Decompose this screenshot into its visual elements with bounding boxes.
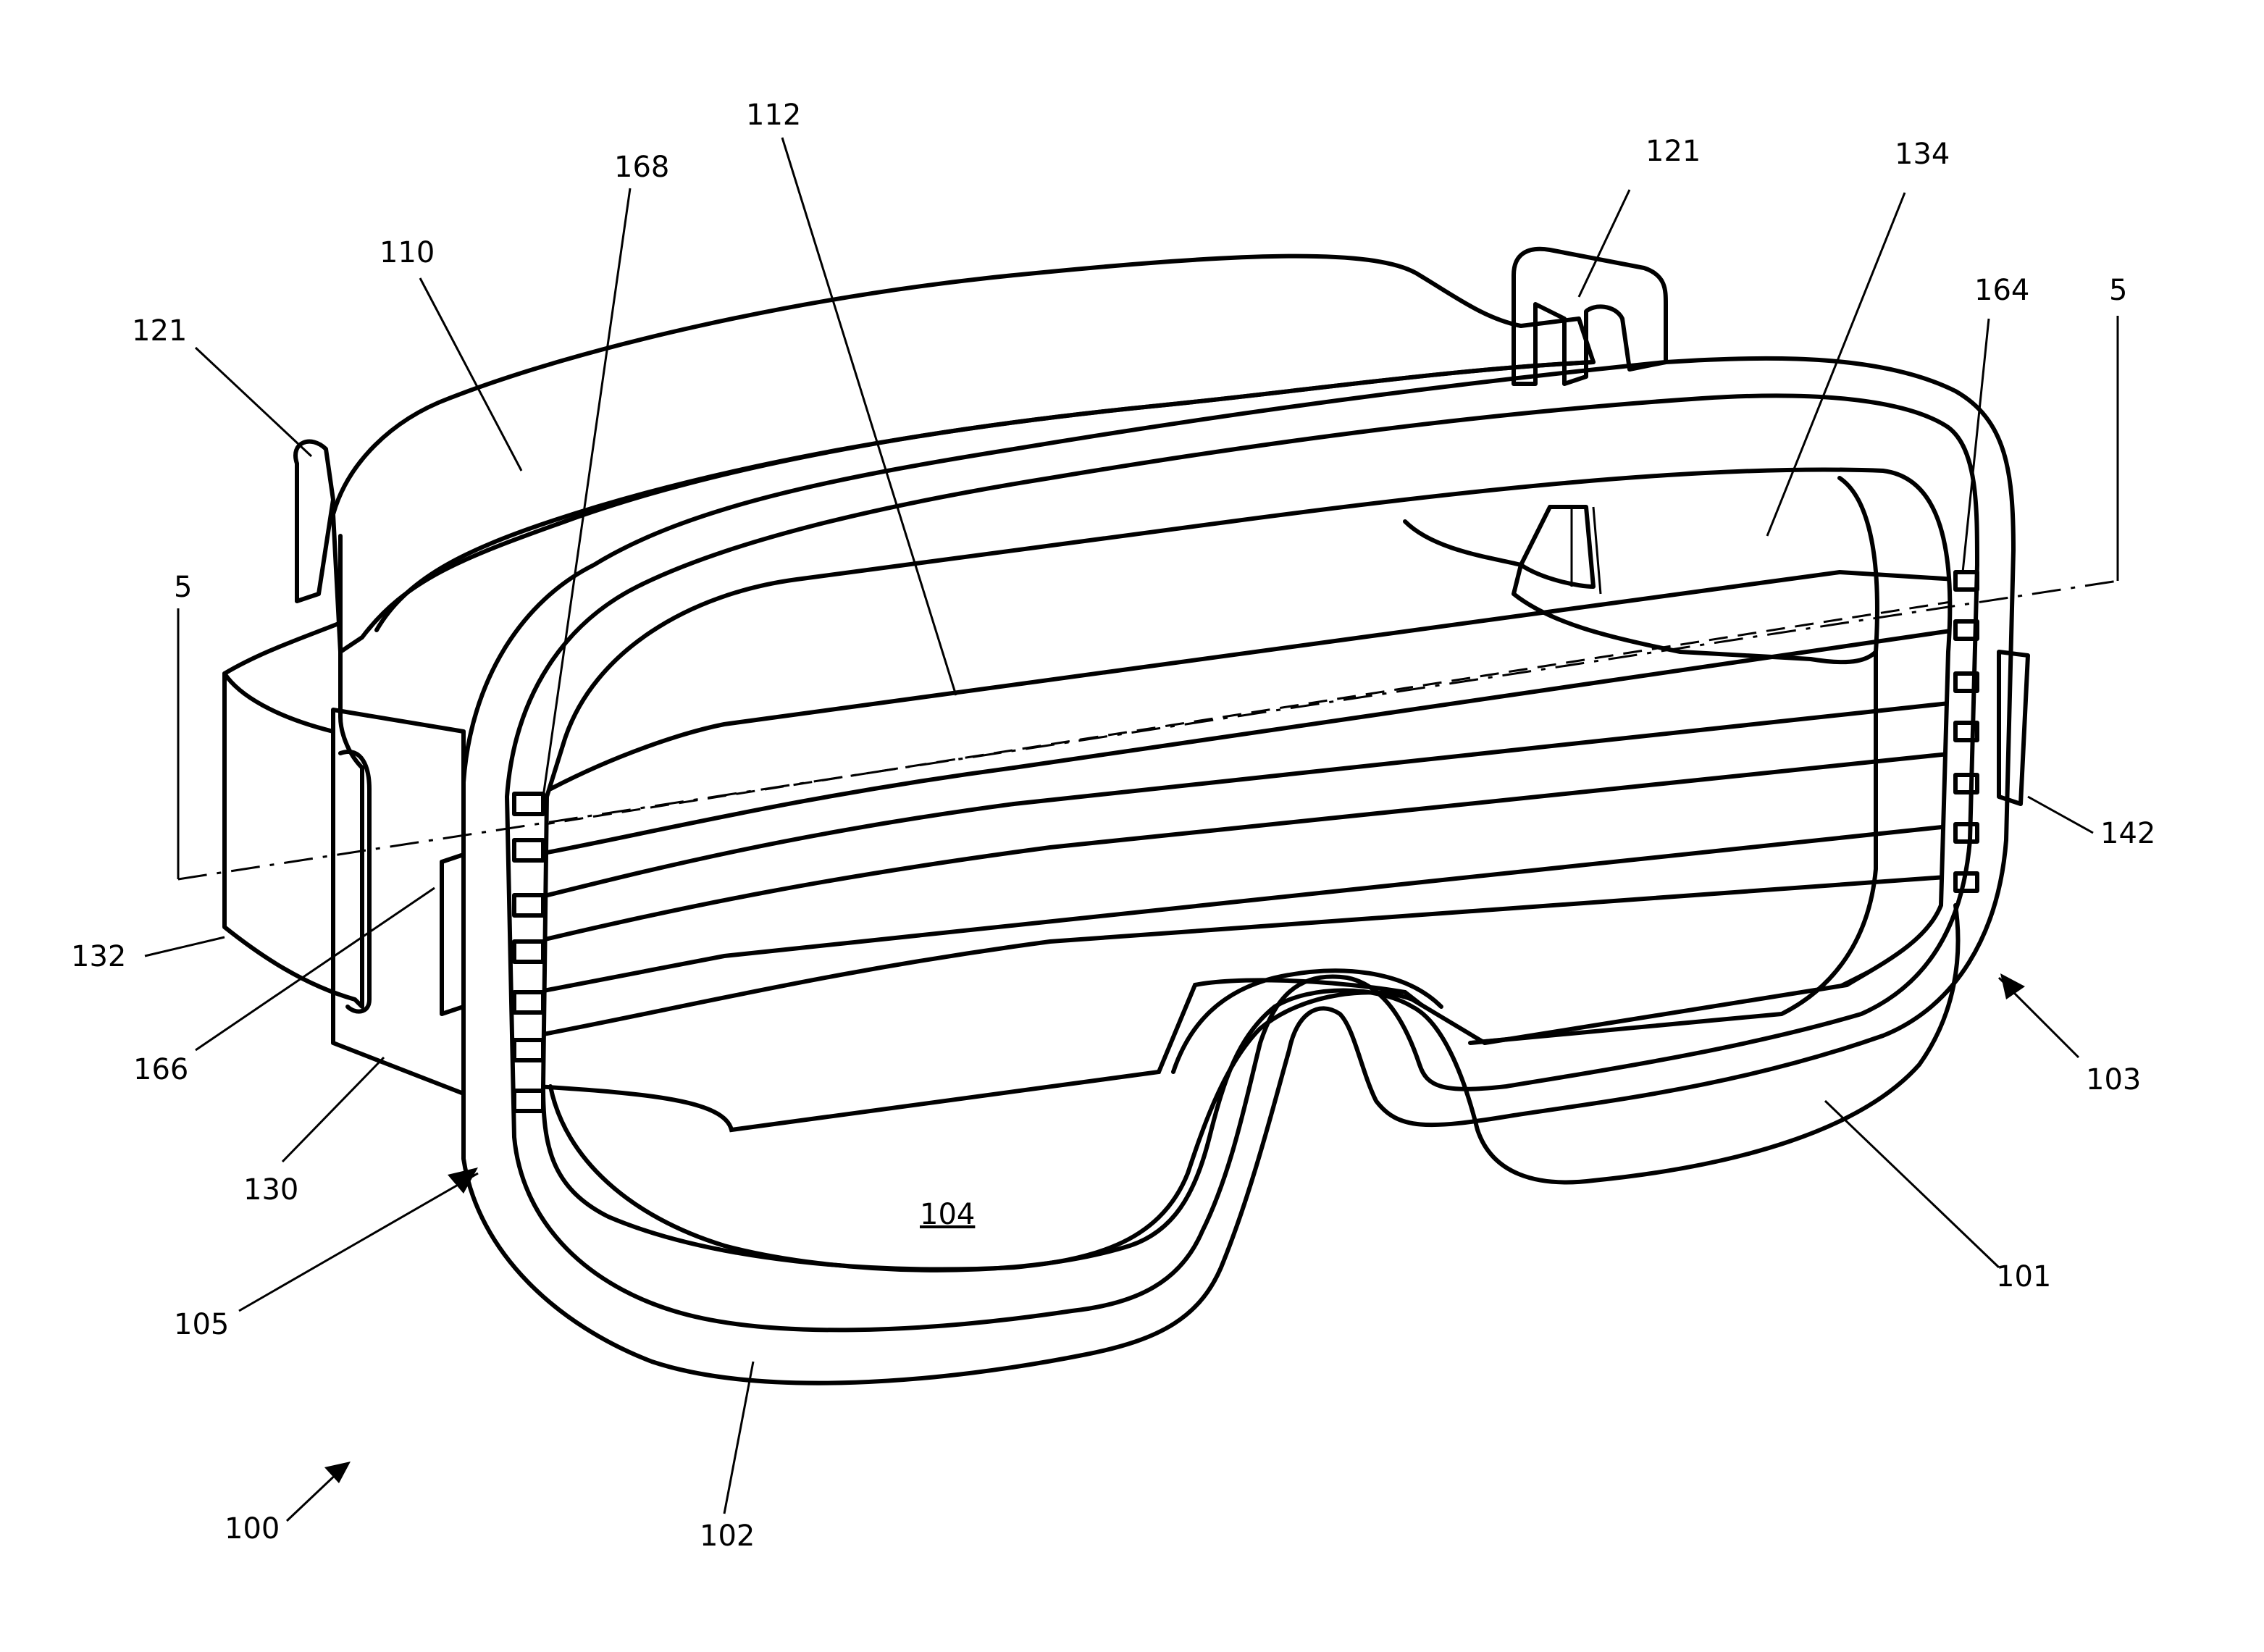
label-121-right: 121 — [1645, 135, 1701, 168]
outer-frame — [464, 359, 2013, 1383]
right-connector — [1999, 652, 2028, 804]
strap — [333, 256, 1593, 652]
inner-lens — [1405, 478, 1877, 1043]
label-104: 104 — [920, 1198, 975, 1231]
label-166: 166 — [133, 1053, 188, 1086]
label-5-right: 5 — [2109, 274, 2127, 307]
label-164: 164 — [1974, 274, 2029, 307]
lens — [543, 469, 1958, 1270]
label-168: 168 — [614, 151, 669, 184]
label-102: 102 — [700, 1519, 755, 1553]
label-110: 110 — [380, 236, 435, 269]
label-132: 132 — [71, 940, 126, 973]
label-112: 112 — [746, 98, 801, 132]
left-contacts — [514, 794, 543, 1111]
label-103: 103 — [2086, 1063, 2141, 1097]
label-105: 105 — [174, 1308, 229, 1341]
reference-numerals: 112 168 110 121 121 134 164 5 5 142 132 … — [71, 98, 2155, 1553]
label-101: 101 — [1996, 1260, 2051, 1293]
label-5-left: 5 — [174, 571, 192, 604]
label-100: 100 — [225, 1512, 280, 1546]
label-130: 130 — [243, 1173, 298, 1207]
leader-lines — [145, 138, 2093, 1521]
label-142: 142 — [2100, 817, 2155, 850]
arrowheads — [324, 973, 2025, 1483]
label-121-left: 121 — [132, 314, 187, 348]
section-line — [178, 316, 2118, 879]
left-band — [225, 442, 362, 1007]
left-mount — [333, 710, 464, 1094]
label-134: 134 — [1895, 138, 1950, 171]
